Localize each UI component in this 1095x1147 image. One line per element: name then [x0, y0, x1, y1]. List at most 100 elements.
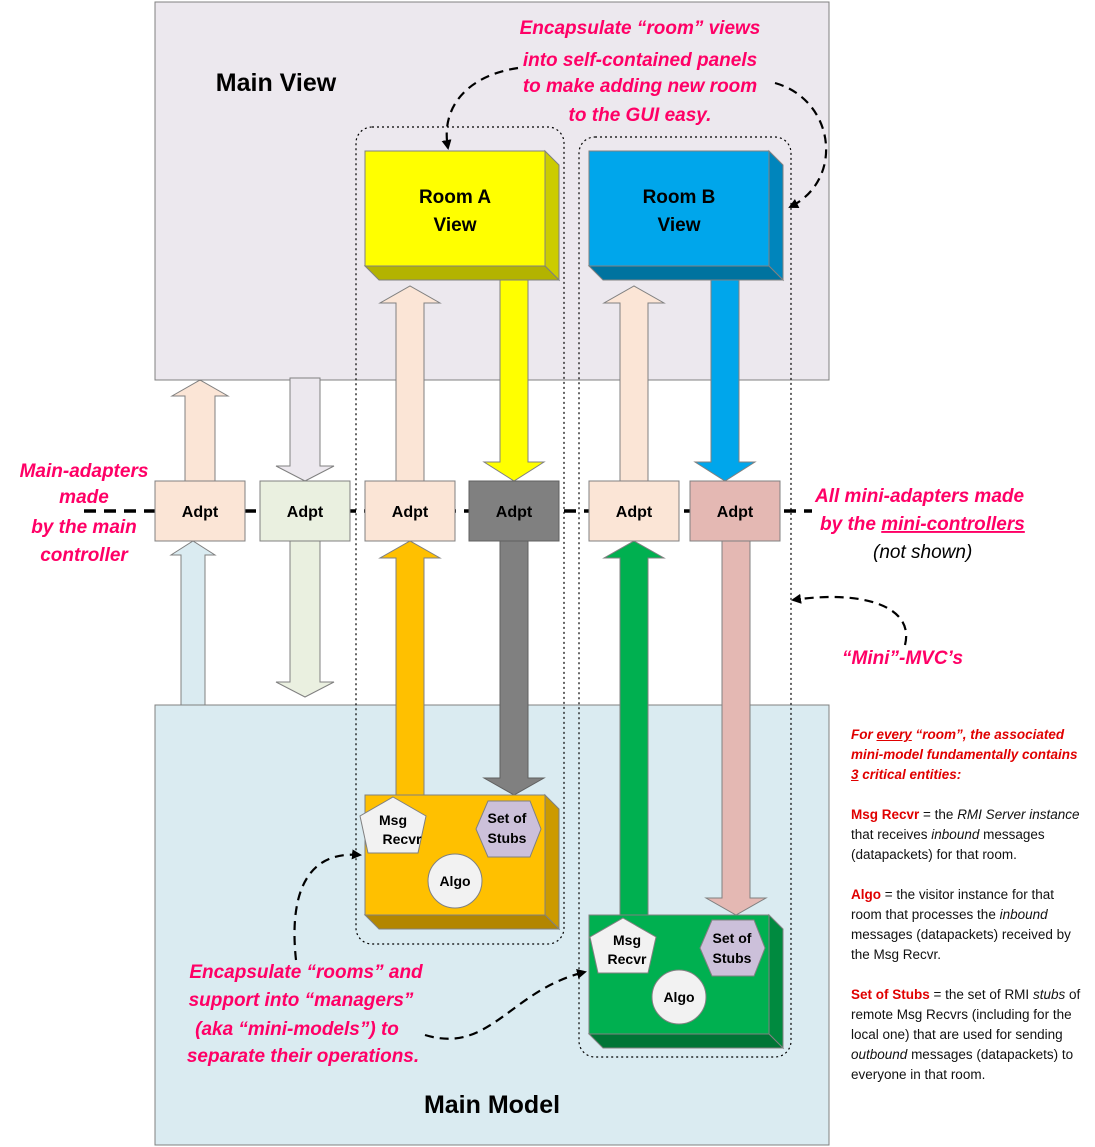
notes-algo-p2: messages (datapackets) received by the M… [851, 927, 1071, 962]
algoB-to-adpt5-arrow [602, 540, 666, 916]
room-b-msg-label-1: Msg [613, 932, 641, 948]
roomA-to-adpt4-arrow [482, 277, 546, 482]
room-a-msg-label-2: Recvr [383, 831, 422, 847]
roomB-to-adpt6-arrow [693, 277, 757, 482]
notes-algo-term: Algo [851, 887, 881, 902]
annotation-mini-controllers-link: mini-controllers [881, 514, 1025, 535]
room-b-stubs-label-1: Set of [713, 930, 752, 946]
notes-stubs-p3: messages (datapackets) to everyone in th… [851, 1047, 1074, 1082]
adapter-3-label: Adpt [392, 504, 429, 521]
notes-stubs: Set of Stubs = the set of RMI stubs of r… [851, 985, 1087, 1085]
room-b-algo-label: Algo [663, 989, 694, 1005]
annotation-managers: Encapsulate “rooms” and support into “ma… [187, 962, 423, 1067]
algoA-to-adpt3-arrow [378, 540, 442, 796]
adapter-6-label: Adpt [717, 504, 754, 521]
notes-msg-p1: = the [919, 807, 958, 822]
notes-msg-i2: inbound [931, 827, 980, 842]
notes-stubs-i1: stubs [1032, 987, 1066, 1002]
room-a-view-label-2: View [434, 215, 477, 236]
annotation-main-adapters-line-4: controller [40, 545, 129, 566]
adapter-5: Adpt [588, 480, 680, 542]
main-model-title: Main Model [424, 1091, 560, 1119]
adpt2-to-model-arrow [275, 540, 335, 698]
room-b-stubs-label-2: Stubs [713, 950, 752, 966]
notes-algo-i1: inbound [999, 907, 1048, 922]
adapter-5-label: Adpt [616, 504, 653, 521]
notes-header-post: critical entities: [858, 767, 962, 782]
notes-msg-p2: that receives [851, 827, 932, 842]
callout-arrow-to-room-a [441, 66, 519, 150]
adpt1-to-view-arrow [170, 379, 230, 482]
notes-algo-p1: = the visitor instance for that room tha… [851, 887, 1054, 922]
adapter-4-label: Adpt [496, 504, 533, 521]
annotation-mini-adapters-line-1: All mini-adapters made [814, 486, 1024, 507]
adpt6-to-algoB-arrow [704, 540, 768, 916]
room-a-view: Room A View [363, 149, 561, 282]
adapter-1-label: Adpt [182, 504, 219, 521]
notes-header-every: every [876, 727, 912, 742]
annotation-mini-adapters: All mini-adapters made by the mini-contr… [814, 486, 1025, 535]
callout-arrow-to-msg-recvr-b [424, 969, 587, 1040]
notes-stubs-term: Set of Stubs [851, 987, 930, 1002]
callout-arrow-to-msg-recvr-a [293, 849, 362, 961]
annotation-encapsulate-views: Encapsulate “room” views into self-conta… [520, 18, 761, 126]
notes-header-mid: “room”, the associated mini-model fundam… [851, 727, 1078, 762]
room-b-msg-label-2: Recvr [608, 951, 647, 967]
room-a-stubs-shape [475, 800, 542, 858]
notes-stubs-p2: of remote Msg Recvrs (including for the … [851, 987, 1081, 1042]
room-a-msg-recvr-shape [359, 796, 427, 854]
adpt4-to-algoA-arrow [482, 540, 546, 796]
annotation-views-line-2: into self-contained panels [523, 50, 757, 71]
main-view-title: Main View [216, 69, 337, 97]
annotation-main-adapters-line-3: by the main [31, 517, 137, 538]
annotation-mini-mvc: “Mini”-MVC’s [842, 648, 963, 669]
notes-stubs-i2: outbound [851, 1047, 908, 1062]
notes-header-three: 3 [851, 767, 859, 782]
annotation-main-adapters: Main-adapters made by the main controlle… [20, 461, 149, 566]
adapter-2-label: Adpt [287, 504, 324, 521]
room-b-view-label-2: View [658, 215, 701, 236]
annotation-managers-line-1: Encapsulate “rooms” and [189, 962, 423, 983]
notes-msg-p3: messages (datapackets) for that room. [851, 827, 1045, 862]
notes-stubs-p1: = the set of RMI [929, 987, 1033, 1002]
adapter-1: Adpt [154, 480, 246, 542]
notes-header-pre: For [851, 727, 877, 742]
adpt3-to-roomA-arrow [378, 285, 442, 482]
model-to-adpt1-shaft [169, 540, 217, 706]
adapter-4: Adpt [468, 480, 560, 542]
room-b-mini-model: Msg Recvr Set of Stubs Algo [587, 913, 785, 1050]
view-to-adpt2-shaft [275, 377, 335, 482]
room-a-algo-label: Algo [439, 873, 470, 889]
notes-msg-i1: RMI Server instance [957, 807, 1080, 822]
room-b-msg-recvr-shape [589, 917, 657, 974]
room-a-stubs-label-1: Set of [488, 810, 527, 826]
annotation-managers-line-2: support into “managers” [189, 990, 414, 1011]
annotation-main-adapters-line-1: Main-adapters [20, 461, 149, 482]
annotation-views-line-4: to the GUI easy. [569, 105, 712, 126]
room-a-algo-shape [427, 853, 483, 909]
room-b-stubs-shape [699, 919, 766, 977]
mini-mvc-boundary-b [578, 136, 792, 1058]
room-b-algo-shape [651, 969, 707, 1025]
adapter-2: Adpt [259, 480, 351, 542]
annotation-views-line-3: to make adding new room [523, 76, 757, 97]
room-a-stubs-label-2: Stubs [488, 830, 527, 846]
annotation-views-line-1: Encapsulate “room” views [520, 18, 761, 39]
room-a-mini-model: Msg Recvr Set of Stubs Algo [359, 793, 561, 931]
notes-algo: Algo = the visitor instance for that roo… [851, 885, 1087, 965]
adapter-6: Adpt [689, 480, 781, 542]
notes-msg-term: Msg Recvr [851, 807, 920, 822]
annotation-mini-adapters-prefix: by the [820, 514, 881, 535]
notes-header: For every “room”, the associated mini-mo… [851, 725, 1087, 785]
room-a-msg-label-1: Msg [379, 812, 407, 828]
callout-arrow-mini-mvc [791, 593, 908, 646]
annotation-managers-line-4: separate their operations. [187, 1046, 419, 1067]
room-b-view-label-1: Room B [643, 187, 716, 208]
entities-notes: For every “room”, the associated mini-mo… [851, 725, 1087, 1105]
annotation-managers-line-3: (aka “mini-models”) to [195, 1019, 399, 1040]
annotation-not-shown: (not shown) [873, 542, 972, 563]
adpt5-to-roomB-arrow [602, 285, 666, 482]
annotation-mini-adapters-line-2: by the mini-controllers [820, 514, 1025, 535]
annotation-main-adapters-line-2: made [59, 487, 109, 508]
